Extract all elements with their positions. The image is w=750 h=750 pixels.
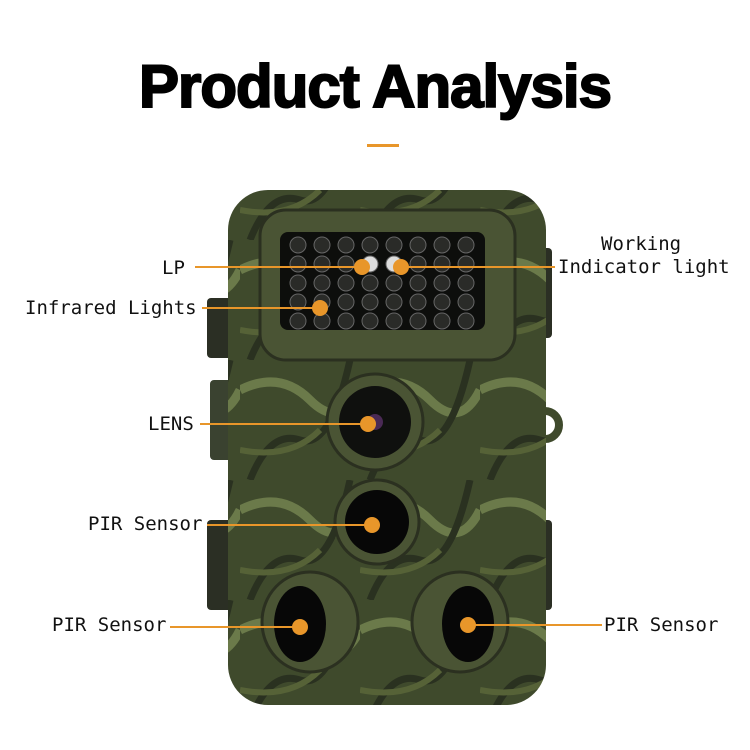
ir-led: [361, 274, 379, 292]
ir-led-panel: [280, 232, 485, 330]
title-underline: [367, 144, 399, 147]
ir-led: [337, 293, 355, 311]
ir-led: [289, 236, 307, 254]
ir-led: [433, 293, 451, 311]
ir-led: [409, 274, 427, 292]
ir-led: [361, 236, 379, 254]
label-infrared-lights: Infrared Lights: [25, 297, 197, 319]
ir-led: [433, 312, 451, 330]
ir-led: [457, 312, 475, 330]
label-working: Working: [601, 233, 682, 255]
label-pir-center: PIR Sensor: [88, 513, 203, 535]
ir-led: [433, 255, 451, 273]
ir-led: [457, 255, 475, 273]
ir-led: [289, 274, 307, 292]
ir-led: [337, 274, 355, 292]
page-title: Product Analysis: [138, 52, 613, 121]
ir-led: [409, 293, 427, 311]
callout-lines: [170, 266, 602, 628]
ir-led: [433, 274, 451, 292]
ir-led: [361, 293, 379, 311]
ir-led: [313, 274, 331, 292]
label-lens: LENS: [148, 413, 194, 435]
ir-led: [385, 293, 403, 311]
callout-dots: [292, 259, 476, 635]
label-indicator-light: Indicator light: [558, 256, 730, 278]
label-pir-right: PIR Sensor: [604, 614, 719, 636]
ir-led: [409, 236, 427, 254]
ir-led: [409, 312, 427, 330]
ir-led: [361, 312, 379, 330]
label-lp: LP: [162, 257, 185, 279]
ir-led: [457, 274, 475, 292]
ir-led: [385, 312, 403, 330]
ir-led: [289, 255, 307, 273]
ir-led: [337, 312, 355, 330]
ir-led: [385, 274, 403, 292]
ir-led: [337, 236, 355, 254]
ir-led: [385, 236, 403, 254]
ir-led: [457, 293, 475, 311]
ir-led: [289, 312, 307, 330]
ir-led: [313, 255, 331, 273]
ir-led: [433, 236, 451, 254]
ir-led: [313, 236, 331, 254]
label-pir-left: PIR Sensor: [52, 614, 167, 636]
ir-led: [289, 293, 307, 311]
ir-led: [409, 255, 427, 273]
ir-led: [457, 236, 475, 254]
ir-led: [337, 255, 355, 273]
